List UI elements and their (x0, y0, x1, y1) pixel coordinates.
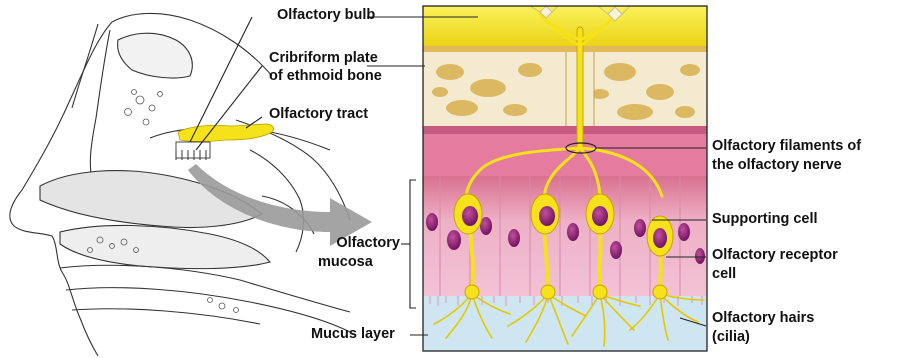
sketch-zoom-box (176, 142, 210, 158)
label-olfactory-bulb: Olfactory bulb (277, 7, 375, 24)
label-olfactory-receptor: Olfactory receptor (712, 247, 838, 264)
label-supporting-cell: Supporting cell (712, 211, 818, 228)
label-cribriform-plate-line2: of ethmoid bone (269, 68, 382, 85)
label-olfactory-mucosa-line2: mucosa (318, 254, 390, 271)
label-cribriform-plate: Cribriform plate (269, 50, 378, 67)
label-olfactory-filaments: Olfactory filaments of (712, 138, 861, 155)
mucosa-bracket (410, 180, 416, 308)
label-olfactory-hairs-line2: (cilia) (712, 329, 750, 346)
label-olfactory-mucosa: Olfactory (318, 235, 400, 252)
label-olfactory-tract: Olfactory tract (269, 106, 368, 123)
label-mucus-layer: Mucus layer (311, 326, 395, 343)
label-olfactory-filaments-line2: the olfactory nerve (712, 157, 842, 174)
olfactory-detail-panel (423, 4, 707, 351)
label-olfactory-hairs: Olfactory hairs (712, 310, 814, 327)
label-olfactory-receptor-line2: cell (712, 266, 736, 283)
sketch-olfactory-bulb (178, 124, 274, 142)
